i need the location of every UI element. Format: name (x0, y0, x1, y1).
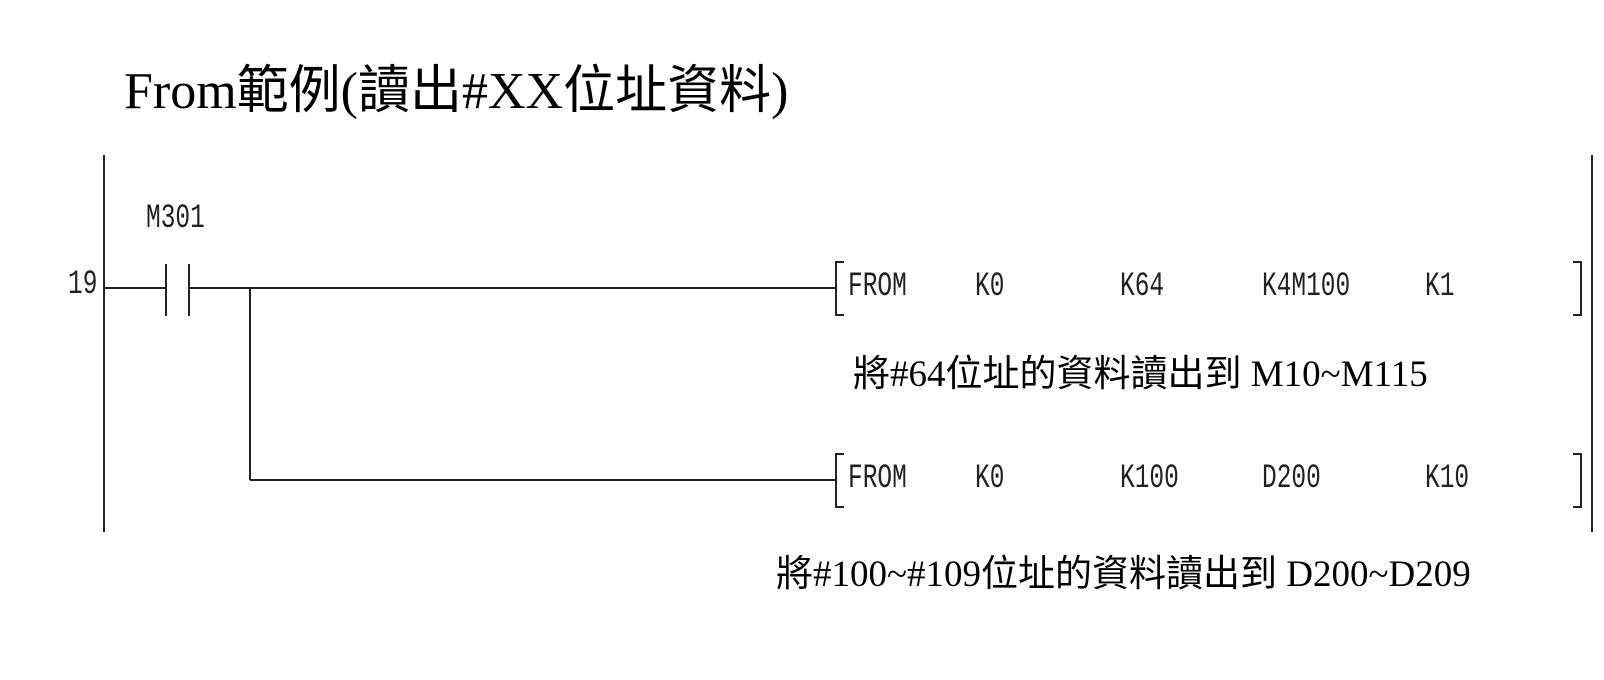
instruction-1-operand-2: K64 (1120, 268, 1165, 306)
instruction-1-operand-1: K0 (975, 268, 1005, 306)
instruction-2-open-bracket (835, 453, 844, 508)
instruction-2-close-bracket (1573, 453, 1582, 508)
instruction-2-operand-2: K100 (1120, 460, 1179, 498)
instruction-1-name: FROM (848, 268, 907, 306)
contact-label: M301 (146, 200, 205, 238)
instruction-2-operand-4: K10 (1425, 460, 1470, 498)
page-title: From範例(讀出#XX位址資料) (124, 63, 789, 120)
instruction-1-open-bracket (835, 261, 844, 316)
instruction-2-operand-1: K0 (975, 460, 1005, 498)
instruction-1-operand-4: K1 (1425, 268, 1455, 306)
step-number: 19 (68, 266, 98, 304)
instruction-2-operand-3: D200 (1262, 460, 1321, 498)
instruction-1-close-bracket (1573, 261, 1582, 316)
instruction-1-operand-3: K4M100 (1262, 268, 1351, 306)
rung-2-comment: 將#100~#109位址的資料讀出到 D200~D209 (776, 554, 1471, 595)
rung-1-comment: 將#64位址的資料讀出到 M10~M115 (853, 354, 1428, 395)
instruction-2-name: FROM (848, 460, 907, 498)
